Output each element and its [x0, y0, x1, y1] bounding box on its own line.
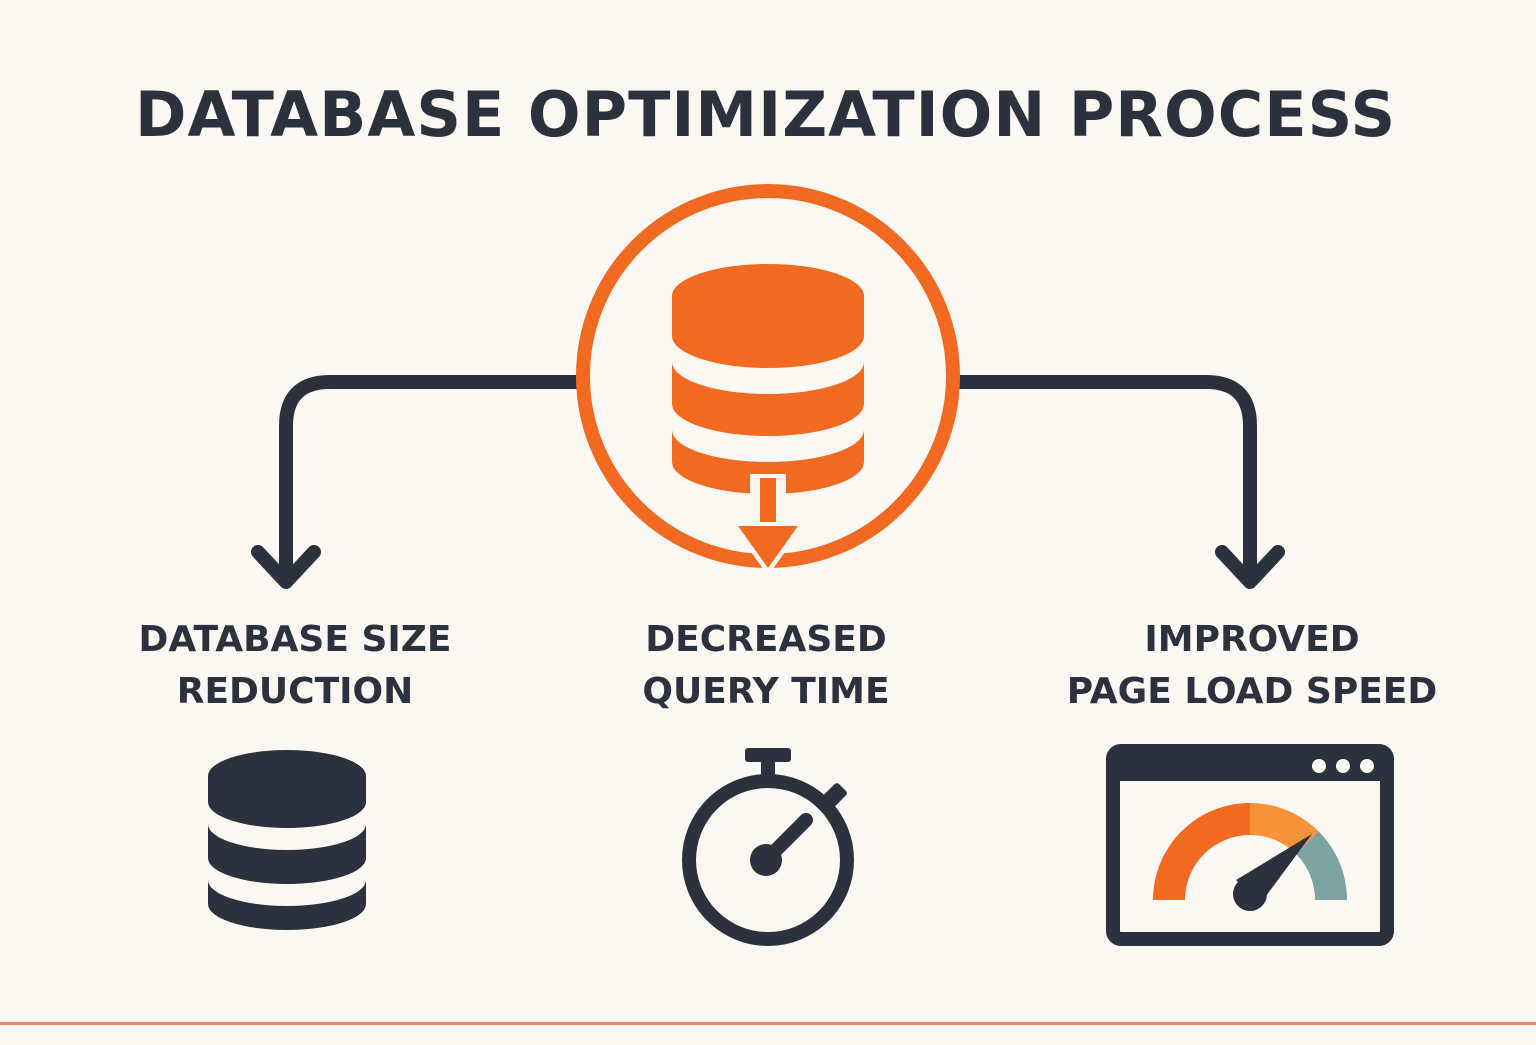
database-icon [208, 750, 366, 930]
stopwatch-icon [682, 748, 854, 946]
connector-left [251, 375, 587, 589]
outcome-label-line: DATABASE SIZE [138, 619, 452, 660]
outcome-label-line: QUERY TIME [642, 671, 890, 712]
page-title: DATABASE OPTIMIZATION PROCESS [135, 78, 1397, 151]
outcome-label-line: REDUCTION [176, 671, 414, 712]
browser-speedometer-icon [1106, 744, 1394, 946]
outcome-label-size-reduction: DATABASE SIZE REDUCTION [95, 614, 495, 718]
center-node [576, 184, 960, 576]
bottom-divider [0, 1022, 1536, 1025]
database-download-icon [672, 264, 864, 576]
outcome-label-query-time: DECREASED QUERY TIME [566, 614, 966, 718]
outcome-label-line: DECREASED [645, 619, 887, 660]
outcome-label-line: IMPROVED [1144, 619, 1360, 660]
outcome-label-line: PAGE LOAD SPEED [1066, 671, 1438, 712]
outcome-label-page-load: IMPROVED PAGE LOAD SPEED [1032, 614, 1472, 718]
connector-right [949, 375, 1285, 589]
